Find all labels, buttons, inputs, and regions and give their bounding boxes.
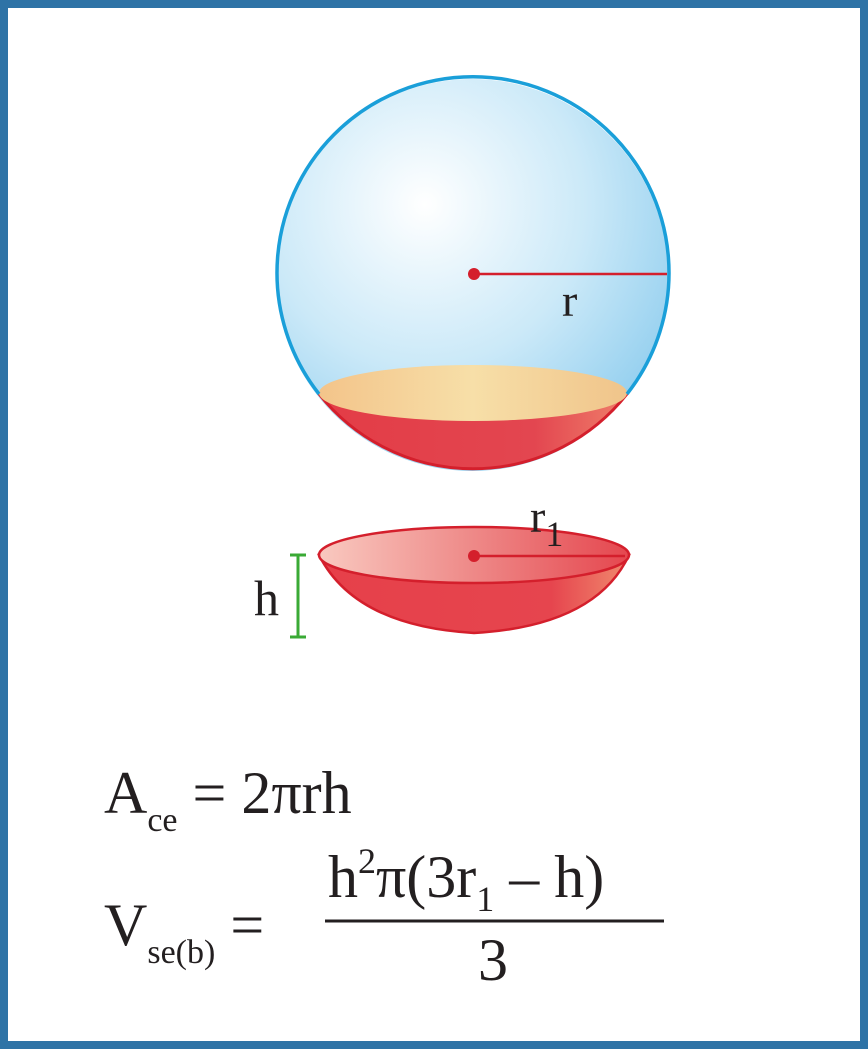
volume-numerator: h2π(3r1 – h)	[328, 843, 605, 917]
label-r: r	[562, 275, 578, 326]
label-h: h	[254, 570, 279, 626]
volume-denominator: 3	[478, 927, 508, 993]
height-marker	[290, 553, 306, 639]
area-lhs-sub: ce	[147, 802, 178, 839]
sphere-center-dot	[468, 268, 480, 280]
numerator-sub: 1	[476, 879, 495, 919]
label-r1-sub: 1	[545, 514, 564, 554]
sphere-outline	[275, 75, 671, 396]
area-lhs: A	[104, 760, 148, 826]
cap-outline	[317, 393, 629, 471]
volume-equals: =	[230, 892, 265, 958]
area-equals: =	[192, 760, 227, 826]
area-rhs: 2πrh	[241, 760, 352, 826]
volume-lhs-sub: se(b)	[147, 934, 216, 971]
numerator-pi: π(3r	[376, 844, 477, 910]
cut-plane	[319, 365, 627, 421]
label-r1: r1	[530, 491, 563, 553]
numerator-sup: 2	[358, 841, 376, 881]
volume-lhs-block: Vse(b) =	[104, 892, 265, 970]
numerator-tail: – h)	[494, 844, 605, 910]
label-r1-main: r	[530, 491, 546, 542]
area-formula: Ace = 2πrh	[104, 760, 352, 838]
cap-center-dot	[468, 550, 480, 562]
numerator-h: h	[328, 844, 358, 910]
volume-lhs: V	[104, 892, 148, 958]
